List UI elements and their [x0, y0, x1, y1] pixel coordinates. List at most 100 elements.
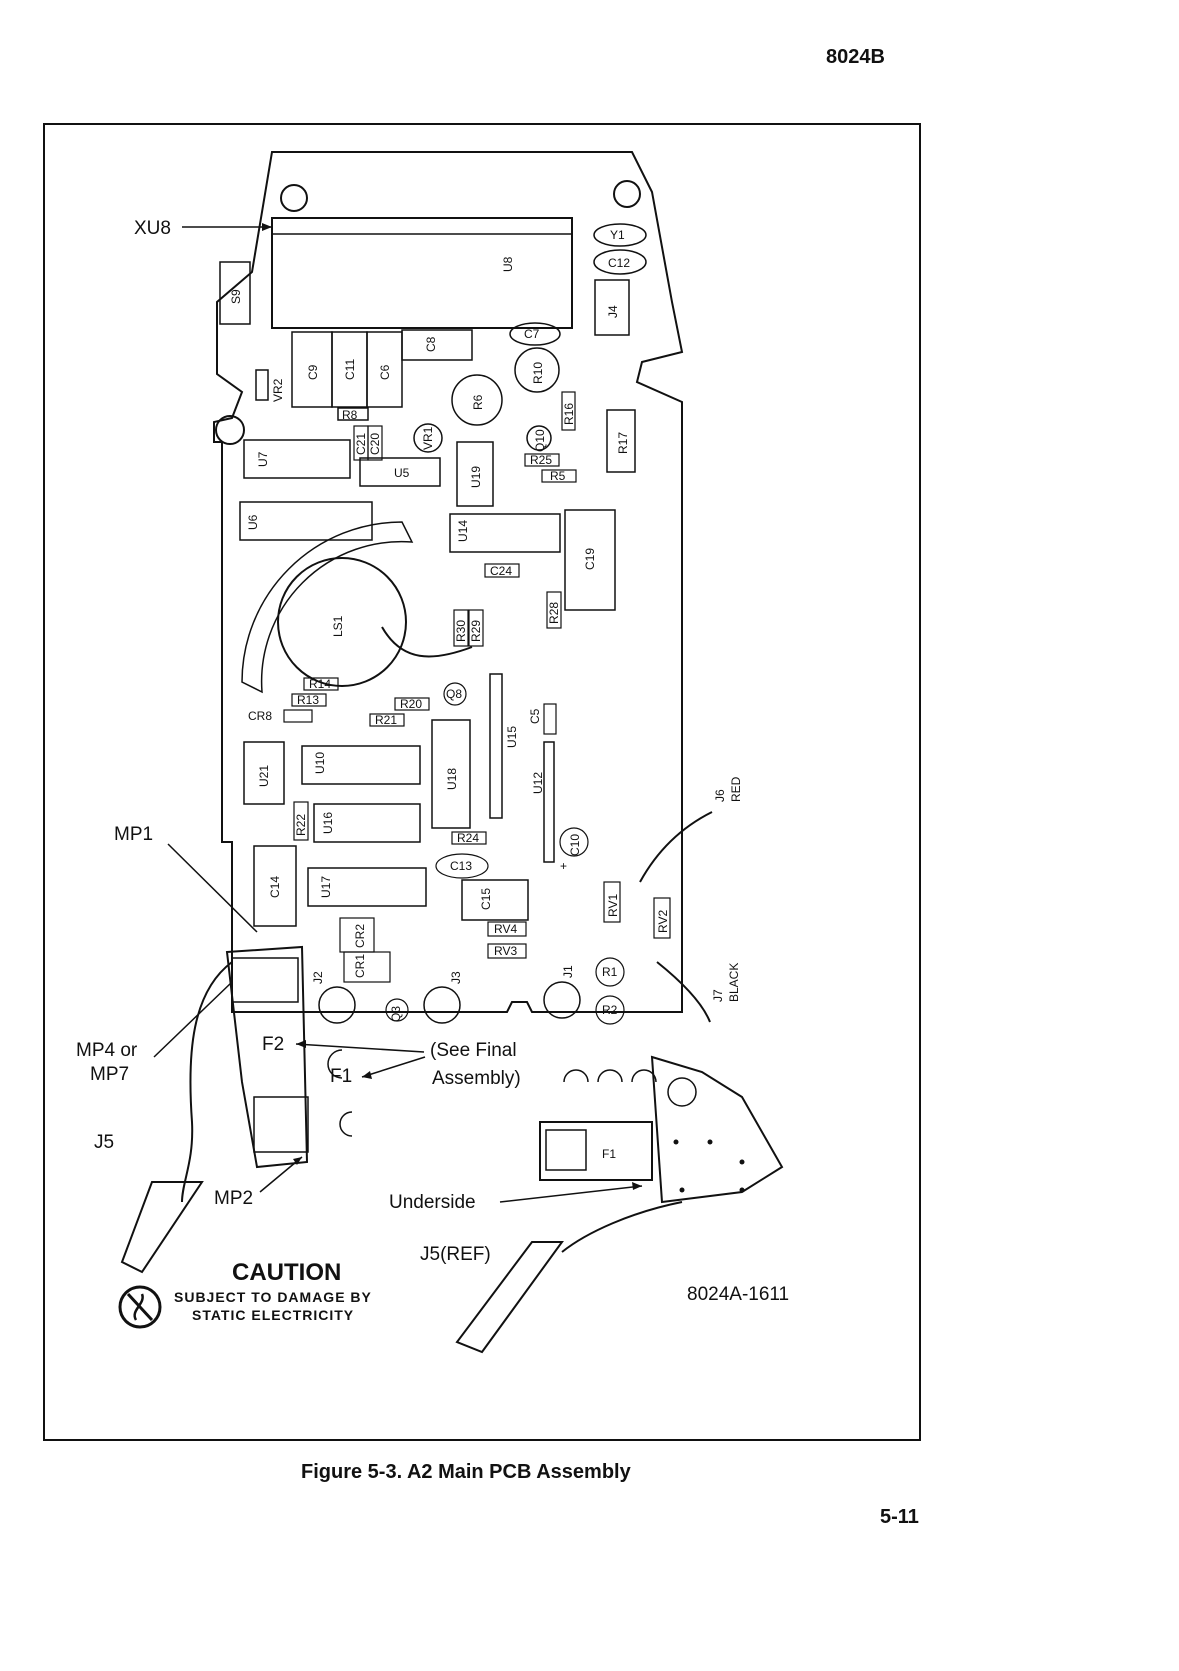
c12-capacitor: [593, 249, 647, 275]
r6-resistor: [451, 374, 503, 426]
j1-label: J1: [561, 965, 575, 978]
u10-ic: [301, 745, 421, 785]
c10-label: C10: [568, 834, 582, 856]
j6-lead: [639, 811, 713, 883]
figure-caption: Figure 5-3. A2 Main PCB Assembly: [301, 1461, 631, 1483]
c24-capacitor: [484, 563, 520, 578]
cr8-diode: [283, 709, 313, 723]
j1-jack: [543, 981, 581, 1019]
r6-label: R6: [471, 394, 485, 410]
r30-label: R30: [454, 620, 468, 642]
r20-label: R20: [400, 697, 422, 711]
u5-ic: [359, 457, 441, 487]
speaker-housing: [241, 521, 414, 694]
r21-resistor: [369, 713, 405, 727]
j5-ref-callout: J5(REF): [420, 1244, 491, 1265]
u8-label: U8: [501, 256, 515, 272]
q10-transistor: [526, 425, 552, 451]
r20-resistor: [394, 697, 430, 711]
cr1-diode: [343, 951, 391, 983]
vr1-diode: [413, 423, 443, 453]
j2-label: J2: [311, 971, 325, 984]
c5-capacitor: [543, 703, 557, 735]
underside-leader: [499, 1185, 643, 1203]
caution-title: CAUTION: [232, 1259, 341, 1286]
c10-capacitor: [559, 827, 589, 857]
fuse-wires: [181, 961, 233, 1203]
r1-label: R1: [602, 965, 618, 979]
f1-leader: [361, 1056, 426, 1078]
ls1-label: LS1: [331, 615, 345, 637]
j3-jack: [423, 986, 461, 1024]
q8-transistor: [443, 682, 467, 706]
j5-ref-plug: [455, 1241, 564, 1354]
c6-label: C6: [378, 364, 392, 380]
r25-resistor: [524, 453, 560, 467]
u5-label: U5: [394, 466, 410, 480]
ls1-speaker: [277, 557, 407, 687]
y1-label: Y1: [610, 228, 625, 242]
r16-label: R16: [562, 403, 576, 425]
c9-label: C9: [306, 364, 320, 380]
r1-resistor: [595, 957, 625, 987]
rv4-label: RV4: [494, 922, 517, 936]
underside-clips: [563, 1069, 657, 1083]
y1-crystal: [593, 223, 647, 247]
vr2-diode: [255, 369, 269, 401]
r25-label: R25: [530, 453, 552, 467]
rv1-varistor: [603, 881, 621, 923]
underside-f1-label: F1: [602, 1147, 616, 1161]
c19-label: C19: [583, 548, 597, 570]
c10-polarity: +: [560, 859, 567, 873]
page-number: 5-11: [880, 1506, 919, 1528]
u7-ic: [243, 439, 351, 479]
j6-label: J6: [713, 789, 727, 802]
j5-plug: [120, 1181, 204, 1274]
mp1-callout: MP1: [114, 824, 153, 845]
mp2-leader: [259, 1156, 303, 1193]
f1-clip-ring: [327, 1049, 343, 1079]
q3-label: Q3: [389, 1006, 403, 1022]
fuse-holder: [225, 945, 309, 1169]
cr1-label: CR1: [353, 954, 367, 978]
underside-hole: [667, 1077, 697, 1107]
q10-label: Q10: [533, 429, 547, 452]
u6-ic: [239, 501, 373, 541]
u10-label: U10: [313, 752, 327, 774]
r8-label: R8: [342, 408, 358, 422]
f2-callout: F2: [262, 1034, 284, 1055]
r8-resistor: [337, 407, 369, 421]
r10-resistor: [514, 347, 560, 393]
red-label: RED: [729, 776, 743, 802]
r28-resistor: [546, 591, 562, 629]
u12-label: U12: [531, 772, 545, 794]
c7-capacitor: [509, 322, 561, 346]
vr2-label: VR2: [271, 378, 285, 402]
r10-label: R10: [531, 362, 545, 384]
u19-ic: [456, 441, 494, 507]
r24-label: R24: [457, 831, 479, 845]
pcb-assembly-diagram: U8 Y1 C12 J4 S9 C9 C11 C6 C8 C7 R10 R6 V…: [43, 123, 921, 1441]
c5-label: C5: [528, 708, 542, 724]
c14-capacitor: [253, 845, 297, 927]
u16-label: U16: [321, 812, 335, 834]
u18-label: U18: [445, 768, 459, 790]
r22-resistor: [293, 801, 309, 841]
mounting-hole-mid: [215, 415, 245, 445]
see-final-callout: (See Final: [430, 1040, 517, 1061]
fuse-clip-top: [231, 957, 299, 1003]
r2-label: R2: [602, 1003, 618, 1017]
u15-strip: [489, 673, 503, 819]
mp4-callout: MP4 or: [76, 1040, 138, 1061]
r21-label: R21: [375, 713, 397, 727]
cr8-label: CR8: [248, 709, 272, 723]
r29-label: R29: [469, 620, 483, 642]
u21-label: U21: [257, 765, 271, 787]
c15-capacitor: [461, 879, 529, 921]
c6-capacitor: [366, 331, 403, 408]
c20-capacitor: [367, 425, 383, 461]
r14-label: R14: [309, 677, 331, 691]
underside-board: [650, 1055, 784, 1204]
j3-label: J3: [449, 971, 463, 984]
rv1-label: RV1: [606, 894, 620, 917]
